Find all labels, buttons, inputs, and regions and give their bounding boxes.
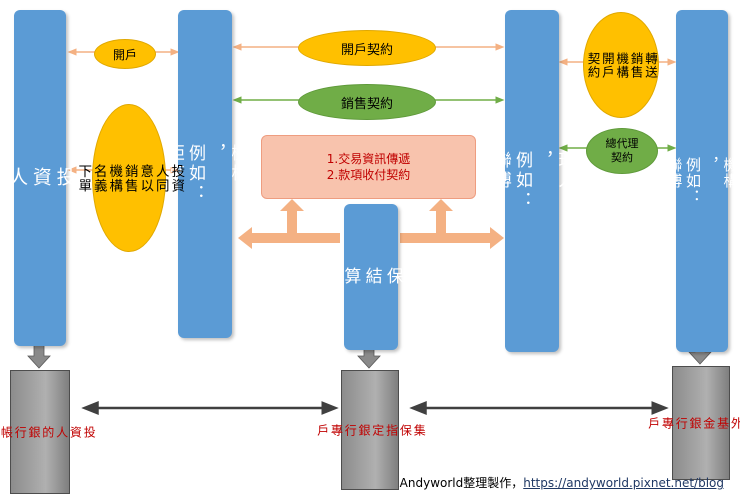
master-agent-column: 總代 理人 ， 例如： 聯博 投信 (470, 10, 596, 352)
sales-contract-label: 銷售契約 (340, 96, 393, 112)
foreign-bank-label: 境 外 基 金 銀 行 專 戶 (646, 416, 740, 430)
block-arrow-custody-agent (400, 227, 504, 249)
custody-bank-box: 集 保 指 定 銀 行 專 戶 (316, 370, 426, 490)
custody-label: 集 保 結 算 所 (319, 267, 425, 287)
credit-line: Andyworld整理製作，https://andyworld.pixnet.n… (400, 474, 724, 491)
investor-column: 投 資 人 (6, 10, 76, 346)
block-arrow-custody-up-right (429, 199, 453, 233)
foreign-fund-label: 境外 基金 機構 ， 例如： 聯博 資產 管理 (627, 157, 740, 205)
investor-bank-box: 投 資 人 的 銀 行 帳 戶 (0, 370, 96, 494)
block-arrow-custody-up-left (280, 199, 304, 233)
trade-info-line1: 1.交易資訊傳遞 (326, 152, 411, 166)
blog-link[interactable]: https://andyworld.pixnet.net/blog (523, 476, 724, 490)
master-agent-label: 總代 理人 ， 例如： 聯博 投信 (469, 151, 596, 211)
open-account-contract-oval: 開戶契約 (298, 30, 436, 66)
investor-consent-label: 投資 人同 意以 銷售 機構 名義 下單 (75, 163, 185, 193)
open-account-oval: 開戶 (94, 39, 156, 69)
trade-info-box: 1.交易資訊傳遞 2.款項收付契約 (261, 135, 476, 199)
custody-column: 集 保 結 算 所 (319, 204, 424, 350)
forward-open-contract-label: 轉送 銷售 機構 開戶 契約 (585, 51, 658, 79)
forward-open-contract-oval: 轉送 銷售 機構 開戶 契約 (583, 12, 659, 118)
foreign-fund-column: 境外 基金 機構 ， 例如： 聯博 資產 管理 (628, 10, 740, 352)
sales-institution-column: 銷售 機構 ， 例如： 鉅亨 投顧 (143, 10, 269, 338)
open-account-oval-label: 開戶 (112, 47, 137, 62)
foreign-bank-box: 境 外 基 金 銀 行 專 戶 (647, 366, 740, 480)
investor-bank-label: 投 資 人 的 銀 行 帳 戶 (0, 425, 97, 439)
master-agent-contract-label: 總代理 契約 (605, 137, 639, 164)
investor-label: 投 資 人 (6, 167, 76, 189)
trade-info-line2: 2.款項收付契約 (326, 168, 411, 182)
credit-prefix: Andyworld整理製作， (399, 476, 524, 490)
investor-consent-oval: 投資 人同 意以 銷售 機構 名義 下單 (75, 104, 184, 252)
custody-bank-label: 集 保 指 定 銀 行 專 戶 (315, 423, 427, 437)
master-agent-contract-oval: 總代理 契約 (586, 128, 658, 174)
block-arrow-sales-custody (238, 227, 340, 249)
open-account-contract-label: 開戶契約 (340, 42, 393, 58)
sales-contract-oval: 銷售契約 (298, 84, 436, 120)
